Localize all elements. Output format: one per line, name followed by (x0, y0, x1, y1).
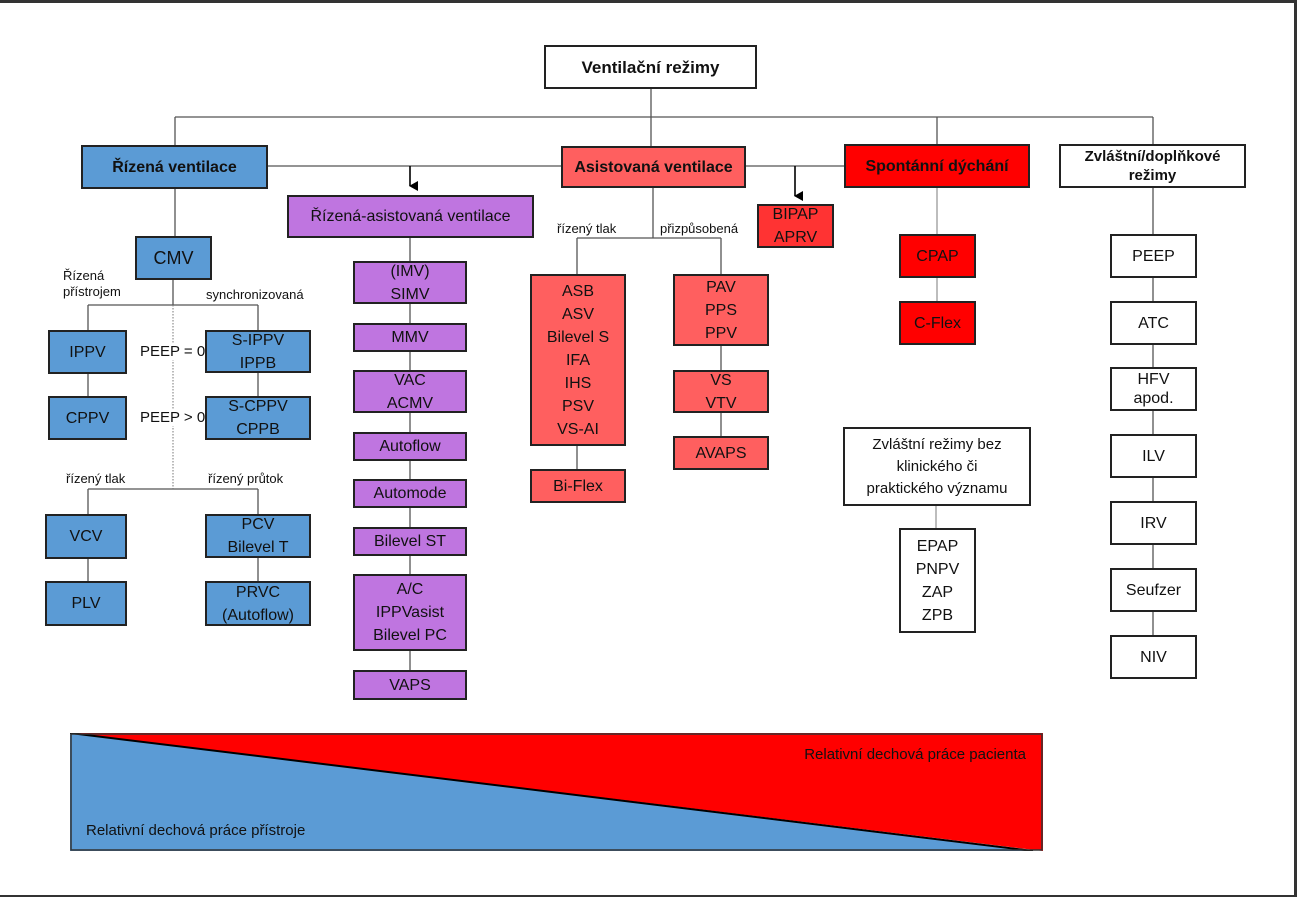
mode-bipap-aprv: BIPAP APRV (757, 204, 834, 248)
mode-vs-vtv: VS VTV (673, 370, 769, 413)
mode-cpap: CPAP (899, 234, 976, 278)
label-adaptive: přizpůsobená (660, 221, 739, 236)
mode-hfv: HFV apod. (1110, 367, 1197, 411)
device-work-label: Relativní dechová práce přístroje (86, 822, 306, 839)
label-device-controlled: Řízená přístrojem (63, 268, 121, 299)
category-controlled-ventilation: Řízená ventilace (81, 145, 268, 189)
mode-prvc-autoflow: PRVC (Autoflow) (205, 581, 311, 626)
mode-pcv-bilevel-t: PCV Bilevel T (205, 514, 311, 558)
no-clinical-modes: EPAP PNPV ZAP ZPB (899, 528, 976, 633)
mode-mmv: MMV (353, 323, 467, 352)
category-spontaneous-breathing: Spontánní dýchání (844, 144, 1030, 188)
no-clinical-significance-header: Zvláštní režimy bez klinického či prakti… (843, 427, 1031, 506)
mode-scppv-cppb: S-CPPV CPPB (205, 396, 311, 440)
category-assisted-ventilation: Asistovaná ventilace (561, 146, 746, 188)
category-special-modes: Zvláštní/doplňkové režimy (1059, 144, 1246, 188)
mode-group-pressure-support: ASB ASV Bilevel S IFA IHS PSV VS-AI (530, 274, 626, 446)
mode-irv: IRV (1110, 501, 1197, 545)
mode-sippv-ippb: S-IPPV IPPB (205, 330, 311, 373)
mode-cmv: CMV (135, 236, 212, 280)
mode-plv: PLV (45, 581, 127, 626)
label-synchronized: synchronizovaná (206, 287, 304, 302)
mode-autoflow: Autoflow (353, 432, 467, 461)
label-flow-controlled: řízený průtok (208, 471, 284, 486)
mode-vac-acmv: VAC ACMV (353, 370, 467, 413)
mode-cflex: C-Flex (899, 301, 976, 345)
mode-ippv: IPPV (48, 330, 127, 374)
mode-vcv: VCV (45, 514, 127, 559)
mode-bilevel-st: Bilevel ST (353, 527, 467, 556)
mode-atc: ATC (1110, 301, 1197, 345)
mode-group-pav-pps-ppv: PAV PPS PPV (673, 274, 769, 346)
work-of-breathing-bar: Relativní dechová práce pacienta Relativ… (70, 733, 1043, 851)
mode-biflex: Bi-Flex (530, 469, 626, 503)
label-pressure-controlled: řízený tlak (66, 471, 126, 486)
label-peep-zero: PEEP = 0 (140, 343, 206, 360)
label-peep-positive: PEEP > 0 (140, 409, 206, 426)
mode-peep: PEEP (1110, 234, 1197, 278)
mode-seufzer: Seufzer (1110, 568, 1197, 612)
mode-niv: NIV (1110, 635, 1197, 679)
mode-vaps: VAPS (353, 670, 467, 700)
mode-cppv: CPPV (48, 396, 127, 440)
mode-ilv: ILV (1110, 434, 1197, 478)
mode-automode: Automode (353, 479, 467, 508)
work-divider-line (70, 733, 1034, 851)
mode-avaps: AVAPS (673, 436, 769, 470)
root-title-box: Ventilační režimy (544, 45, 757, 89)
category-controlled-assisted: Řízená-asistovaná ventilace (287, 195, 534, 238)
patient-work-label: Relativní dechová práce pacienta (804, 746, 1026, 763)
mode-ac-ippvasist-bilevel-pc: A/C IPPVasist Bilevel PC (353, 574, 467, 651)
mode-imv-simv: (IMV) SIMV (353, 261, 467, 304)
label-assisted-pressure: řízený tlak (557, 221, 617, 236)
